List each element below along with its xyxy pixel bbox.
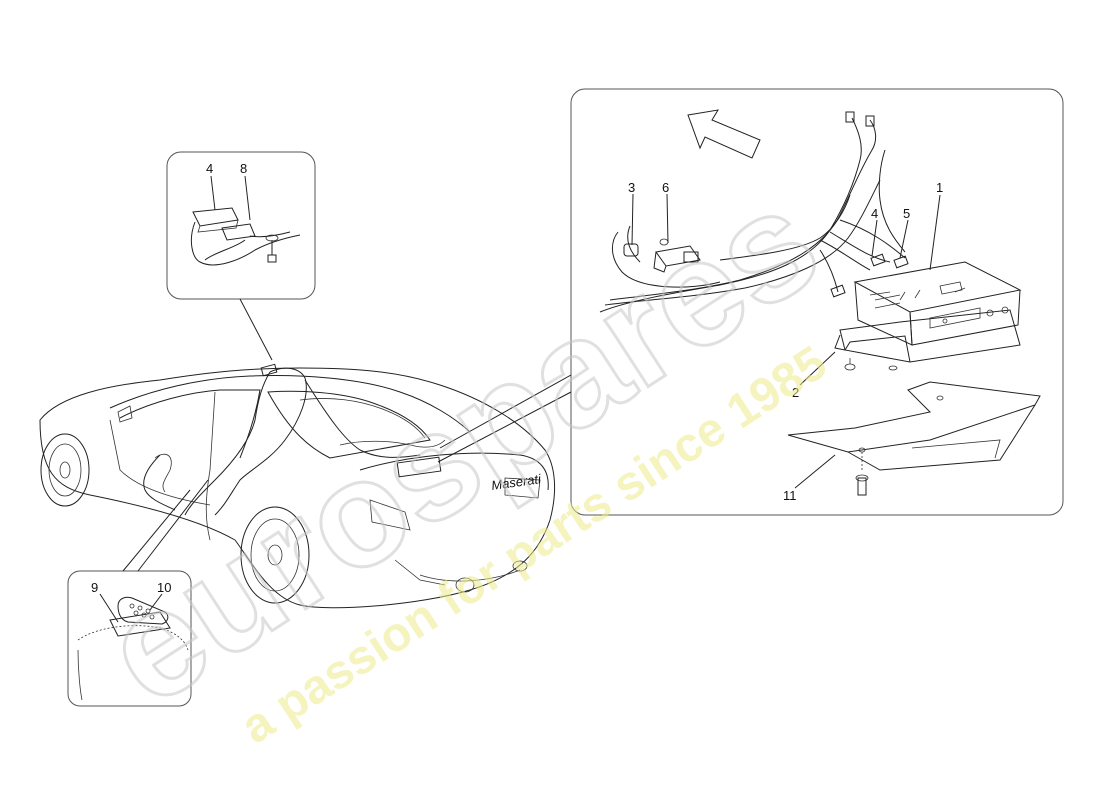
callout-3: 3 bbox=[628, 180, 635, 195]
mounting-tray bbox=[834, 309, 1021, 371]
callout-1: 1 bbox=[936, 180, 943, 195]
callout-6: 6 bbox=[662, 180, 669, 195]
callout-9: 9 bbox=[91, 580, 98, 595]
lower-bracket bbox=[787, 381, 1041, 496]
inset-main: 3 6 4 5 1 2 11 bbox=[437, 88, 1064, 516]
car-outline: Maserati bbox=[39, 363, 555, 609]
car-badge: Maserati bbox=[490, 471, 543, 493]
callout-5: 5 bbox=[903, 206, 910, 221]
wiring-harness bbox=[599, 111, 909, 313]
callout-4: 4 bbox=[871, 206, 878, 221]
callout-8-inset: 8 bbox=[240, 161, 247, 176]
callout-10: 10 bbox=[157, 580, 171, 595]
head-unit bbox=[853, 261, 1022, 346]
callout-4-inset: 4 bbox=[206, 161, 213, 176]
front-wheel bbox=[40, 433, 90, 507]
callout-2: 2 bbox=[792, 385, 799, 400]
direction-arrow-icon bbox=[687, 109, 761, 159]
inset-antenna: 4 8 bbox=[166, 151, 316, 361]
callout-11: 11 bbox=[783, 488, 797, 503]
rear-wheel bbox=[240, 506, 310, 604]
inset-remote: 9 10 bbox=[67, 479, 209, 707]
